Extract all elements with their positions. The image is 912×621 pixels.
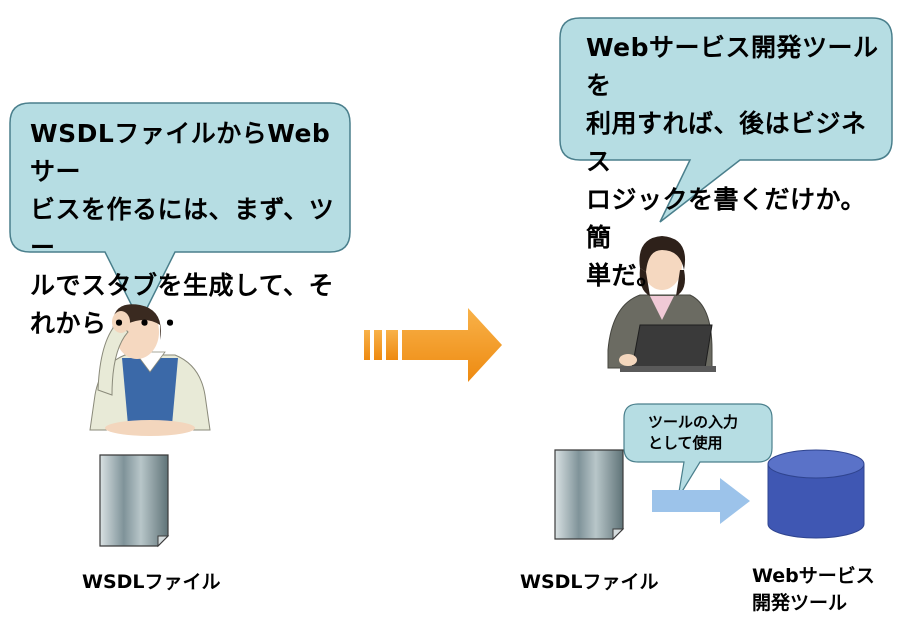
stressed-person-icon (89, 304, 211, 436)
left-document-icon (99, 454, 170, 548)
right-bubble-text: Webサービス開発ツールを 利用すれば、後はビジネス ロジックを書くだけか。簡 … (586, 33, 879, 290)
small-speech-bubble (623, 403, 773, 499)
right-document-icon (554, 449, 625, 541)
right-file-label: WSDLファイル (520, 571, 659, 593)
input-arrow-icon (652, 478, 750, 524)
left-speech-bubble (9, 102, 351, 324)
database-cylinder-icon (767, 449, 865, 539)
laptop-person-icon (607, 236, 716, 372)
right-speech-bubble (559, 17, 893, 223)
small-bubble-text: ツールの入力 として使用 (648, 413, 739, 452)
transition-arrow-icon (364, 308, 502, 382)
tool-label: Webサービス 開発ツール (752, 565, 875, 614)
left-file-label: WSDLファイル (82, 571, 221, 593)
left-bubble-text: WSDLファイルからWebサー ビスを作るには、まず、ツー ルでスタブを生成して… (30, 119, 335, 338)
